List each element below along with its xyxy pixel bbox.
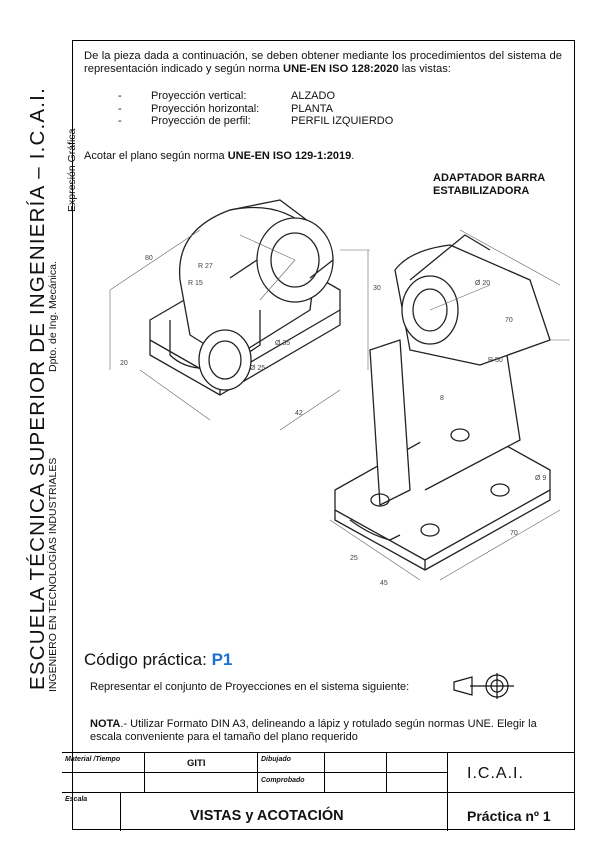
- dim-label: 70: [510, 530, 518, 537]
- divider: [447, 753, 448, 792]
- nota-text: .- Utilizar Formato DIN A3, delineando a…: [90, 718, 537, 743]
- divider: [144, 753, 145, 792]
- giti-label: GITI: [187, 758, 206, 769]
- projection-symbol-icon: [453, 673, 514, 699]
- acotar-norm: UNE-EN ISO 129-1:2019: [227, 150, 352, 162]
- dim-label: Ø 9: [535, 475, 546, 482]
- material-label: Material /Tiempo: [65, 756, 121, 763]
- view-value: ALZADO: [291, 90, 336, 102]
- intro-end: las vistas:: [398, 63, 451, 75]
- divider: [62, 772, 447, 773]
- piece-title-line2: ESTABILIZADORA: [433, 184, 530, 197]
- dim-label: 42: [295, 410, 303, 417]
- dim-label: 25: [350, 555, 358, 562]
- divider: [62, 792, 575, 794]
- dim-label: R 27: [198, 263, 213, 270]
- acotar-end: .: [351, 150, 355, 162]
- dim-label: Ø 35: [275, 340, 290, 347]
- view-value: PERFIL IZQUIERDO: [291, 115, 394, 127]
- intro-text: De la pieza dada a continuación, se debe…: [84, 50, 562, 75]
- dim-label: 20: [120, 360, 128, 367]
- list-item: - Proyección de perfil: PERFIL IZQUIERDO: [118, 115, 393, 128]
- codigo-practica: Código práctica: P1: [84, 650, 232, 670]
- codigo-value: P1: [211, 650, 233, 669]
- divider: [386, 753, 387, 792]
- divider: [257, 753, 258, 792]
- area-name: Expresión Gráfica: [66, 128, 78, 212]
- side-margin: ESCUELA TÉCNICA SUPERIOR DE INGENIERÍA –…: [0, 0, 78, 848]
- intro-paragraph: De la pieza dada a continuación, se debe…: [84, 50, 562, 76]
- vistas-label: VISTAS y ACOTACIÓN: [190, 808, 344, 824]
- list-item: - Proyección vertical: ALZADO: [118, 90, 393, 103]
- degree-name: INGENIERO EN TECNOLOGÍAS INDUSTRIALES: [47, 457, 59, 692]
- intro-norm: UNE-EN ISO 128:2020: [283, 63, 399, 75]
- acotar-text: Acotar el plano según norma: [84, 150, 228, 162]
- acotar-line: Acotar el plano según norma UNE-EN ISO 1…: [84, 150, 354, 162]
- divider: [120, 792, 121, 831]
- dash: -: [118, 115, 122, 127]
- dim-label: 30: [373, 285, 381, 292]
- divider: [447, 792, 448, 831]
- dibujado-label: Dibujado: [261, 756, 291, 763]
- comprobado-label: Comprobado: [261, 777, 305, 784]
- view-label: Proyección horizontal:: [151, 102, 260, 115]
- practica-label: Práctica nº 1: [467, 808, 551, 824]
- isometric-drawing: 80 R 27 R 15 Ø 35 Ø 25 20 30 42 70 R: [109, 199, 570, 587]
- representar-text: Representar el conjunto de Proyecciones …: [90, 681, 410, 693]
- piece-title-line1: ADAPTADOR BARRA: [433, 172, 546, 184]
- view-value: PLANTA: [291, 102, 333, 115]
- dim-label: Ø 25: [250, 365, 265, 372]
- dim-label: R 15: [188, 280, 203, 287]
- dim-label: 80: [145, 255, 153, 262]
- icai-label: I.C.A.I.: [467, 765, 524, 782]
- view-label: Proyección de perfil:: [151, 115, 251, 127]
- list-item: - Proyección horizontal: PLANTA: [118, 103, 393, 116]
- piece-title: ADAPTADOR BARRA ESTABILIZADORA: [433, 172, 545, 197]
- nota-label: NOTA: [90, 718, 121, 730]
- codigo-label: Código práctica:: [84, 650, 212, 669]
- dim-label: 70: [505, 317, 513, 324]
- escala-label: Escala: [65, 796, 88, 803]
- dim-label: 45: [380, 580, 388, 587]
- divider: [324, 753, 325, 792]
- department-name: Dpto. de Ing. Mecánica.: [47, 261, 59, 372]
- dash: -: [118, 102, 122, 115]
- drawing-frame: [72, 40, 575, 830]
- dim-label: 8: [440, 395, 444, 402]
- dim-label: R 50: [488, 357, 503, 364]
- dim-label: Ø 20: [475, 280, 490, 287]
- views-list: - Proyección vertical: ALZADO - Proyección …: [118, 90, 393, 128]
- nota-paragraph: NOTA.- Utilizar Formato DIN A3, delinean…: [90, 718, 560, 743]
- title-block: Material /Tiempo GITI Dibujado Comprobad…: [62, 752, 575, 831]
- dash: -: [118, 90, 122, 102]
- view-label: Proyección vertical:: [151, 90, 247, 102]
